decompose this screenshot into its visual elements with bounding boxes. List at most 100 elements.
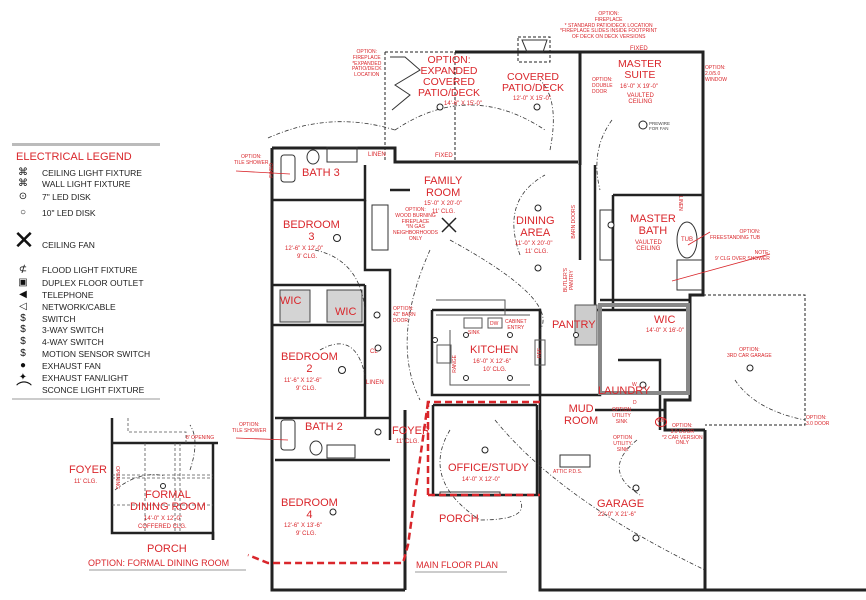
- label-prewire-fan: PREWIRE FOR FAN: [649, 121, 671, 132]
- room-master-suite-dim: 16'-0" X 19'-0": [620, 84, 658, 90]
- legend-item-led-disk-7: ⊙ 7" LED DISK: [6, 191, 166, 203]
- room-option-expanded-patio: OPTION: EXPANDED COVERED PATIO/DECK: [418, 54, 481, 100]
- room-dining-area: DINING AREA: [516, 215, 555, 239]
- ceiling-fan-icon: ✕: [13, 225, 35, 255]
- room-mud-room: MUD ROOM: [564, 403, 599, 427]
- room-wic-left: WIC: [280, 295, 302, 307]
- electrical-legend: ELECTRICAL LEGEND ⌘ CEILING LIGHT FIXTUR…: [6, 143, 160, 401]
- room-covered-patio: COVERED PATIO/DECK: [502, 71, 565, 95]
- label-fixed-bath3: FIXED: [269, 163, 275, 178]
- title-option-formal-dining-room: OPTION: FORMAL DINING ROOM: [88, 558, 230, 568]
- room-office-study-dim: 14'-0" X 12'-0": [462, 477, 500, 483]
- room-garage: GARAGE: [597, 498, 645, 510]
- note-shower-ceiling: NOTE: 9' CLG OVER SHOWER: [715, 250, 770, 262]
- led-disk-10-icon: ○: [19, 207, 27, 218]
- room-master-suite-ceiling: VAULTED CEILING: [627, 93, 654, 106]
- room-kitchen: KITCHEN: [470, 344, 519, 356]
- label-closet: CL: [370, 349, 378, 355]
- inset-room-foyer-ceiling: 11' CLG.: [74, 479, 98, 485]
- room-kitchen-dim: 16'-0" X 12'-6": [473, 359, 511, 365]
- legend-item-sconce-light: ⌒ SCONCE LIGHT FIXTURE: [16, 382, 145, 399]
- label-dishwasher: DW: [490, 321, 499, 327]
- room-garage-dim: 22'-0" X 21'-6": [598, 512, 636, 518]
- note-door-2-car: OPTION: 3.0 DOOR *2 CAR VERSION ONLY: [662, 423, 703, 447]
- label-cabinet-entry: CABINET ENTRY: [505, 319, 527, 331]
- legend-top-divider: [12, 143, 160, 146]
- inset-room-formal-dining-ceiling: COFFERED CLG.: [138, 524, 187, 530]
- label-attic-pds: ATTIC P.D.S.: [553, 469, 583, 475]
- motion-sensor-switch-icon: $: [20, 348, 26, 359]
- 4-way-switch-icon: $: [20, 336, 26, 347]
- room-family-room: FAMILY ROOM: [424, 175, 463, 199]
- room-wic-master: WIC: [654, 314, 676, 326]
- note-freestanding-tub: OPTION: FREESTANDING TUB: [710, 229, 761, 241]
- room-bedroom3: BEDROOM 3: [283, 219, 340, 243]
- label-inset-opening: 8' OPENING: [186, 435, 215, 441]
- note-wood-burning-fireplace: OPTION: WOOD BURNING FIREPLACE *IN GAS N…: [393, 207, 439, 242]
- label-sink: SINK: [468, 330, 480, 336]
- network-cable-icon: ◁: [19, 301, 27, 312]
- note-tile-shower-top: OPTION: TILE SHOWER: [234, 154, 269, 166]
- room-bedroom4: BEDROOM 4: [281, 497, 338, 521]
- inset-room-formal-dining: FORMAL DINING ROOM: [130, 489, 206, 513]
- room-option-expanded-patio-dim: 14'-6" X 15'-0": [444, 101, 482, 107]
- legend-title: ELECTRICAL LEGEND: [16, 151, 132, 163]
- room-bedroom2-dim: 11'-6" X 12'-6": [284, 378, 322, 384]
- room-foyer: FOYER: [392, 425, 430, 437]
- room-porch: PORCH: [439, 513, 479, 525]
- label-inset-side-opening: OPENING: [113, 466, 120, 490]
- legend-item-network-cable: ◁ NETWORK/CABLE: [6, 301, 166, 313]
- label-refrigerator: REF: [537, 348, 543, 358]
- note-window: OPTION: 2.0/5.0 WINDOW: [705, 65, 727, 83]
- ceiling-light-icon: ⌘: [18, 167, 28, 178]
- inset-room-foyer: FOYER: [69, 464, 107, 476]
- legend-item-motion-sensor-switch: $ MOTION SENSOR SWITCH: [6, 348, 166, 360]
- flood-light-icon: ⊄: [18, 264, 28, 275]
- room-bedroom4-ceiling: 9' CLG.: [296, 531, 317, 537]
- exhaust-fan-icon: ●: [19, 360, 27, 371]
- legend-item-3-way-switch: $ 3-WAY SWITCH: [6, 324, 166, 336]
- note-double-door: OPTION: DOUBLE DOOR: [592, 77, 613, 95]
- led-disk-7-icon: ⊙: [18, 191, 28, 202]
- room-family-room-dim: 15'-0" X 20'-0": [424, 201, 462, 207]
- room-bedroom3-dim: 12'-6" X 12'-0": [285, 246, 323, 252]
- legend-item-exhaust-fan-light: ✦ EXHAUST FAN/LIGHT: [6, 372, 166, 384]
- note-barn-door: OPTION: 42" BARN DOOR: [393, 306, 416, 324]
- note-tile-shower-bottom: OPTION: TILE SHOWER: [232, 422, 267, 434]
- room-office-study: OFFICE/STUDY: [448, 462, 529, 474]
- note-fireplace-expanded: OPTION: FIREPLACE *EXPANDED PATIO/DECK L…: [352, 49, 382, 78]
- label-range: RANGE: [452, 355, 458, 373]
- label-linen-mid: LINEN: [366, 380, 384, 386]
- room-foyer-ceiling: 11' CLG.: [396, 439, 420, 445]
- note-third-car-garage: OPTION: 3RD CAR GARAGE: [727, 347, 772, 359]
- label-tub: TUB: [681, 237, 693, 243]
- legend-item-duplex-floor-outlet: ▣ DUPLEX FLOOR OUTLET: [6, 277, 166, 289]
- legend-item-4-way-switch: $ 4-WAY SWITCH: [6, 336, 166, 348]
- sconce-light-icon: ⌒: [16, 382, 33, 399]
- switch-icon: $: [20, 313, 26, 324]
- room-dining-area-dim: 11'-0" X 20'-0": [515, 241, 553, 247]
- label-linen-master: LINEN: [676, 196, 683, 211]
- room-laundry: LAUNDRY: [598, 385, 651, 397]
- duplex-floor-outlet-icon: ▣: [18, 277, 28, 288]
- inset-room-porch: PORCH: [147, 543, 187, 555]
- wall-light-icon: ⌘: [18, 178, 28, 189]
- label-dryer: D: [633, 400, 637, 406]
- note-fireplace-standard: OPTION: FIREPLACE * STANDARD PATIO/DECK …: [560, 11, 658, 40]
- room-bath2: BATH 2: [305, 421, 343, 433]
- note-utility-sink-2: OPTION UTILITY SINK: [613, 435, 633, 453]
- room-bedroom4-dim: 12'-6" X 13'-6": [284, 523, 322, 529]
- room-covered-patio-dim: 12'-0" X 15'-0": [513, 96, 551, 102]
- room-bath3: BATH 3: [302, 167, 340, 179]
- legend-item-switch: $ SWITCH: [6, 313, 166, 325]
- room-bedroom2: BEDROOM 2: [281, 351, 338, 375]
- label-barn-doors: BARN DOORS: [571, 205, 577, 239]
- legend-item-exhaust-fan: ● EXHAUST FAN: [6, 360, 166, 372]
- label-linen-top: LINEN: [368, 152, 386, 158]
- note-utility-sink-1: OPTION UTILITY SINK: [612, 407, 632, 425]
- legend-item-led-disk-10: ○ 10" LED DISK: [6, 207, 166, 219]
- room-wic-master-dim: 14'-0" X 16'-0": [646, 328, 684, 334]
- label-washer: W: [632, 382, 637, 388]
- room-bedroom2-ceiling: 9' CLG.: [296, 386, 317, 392]
